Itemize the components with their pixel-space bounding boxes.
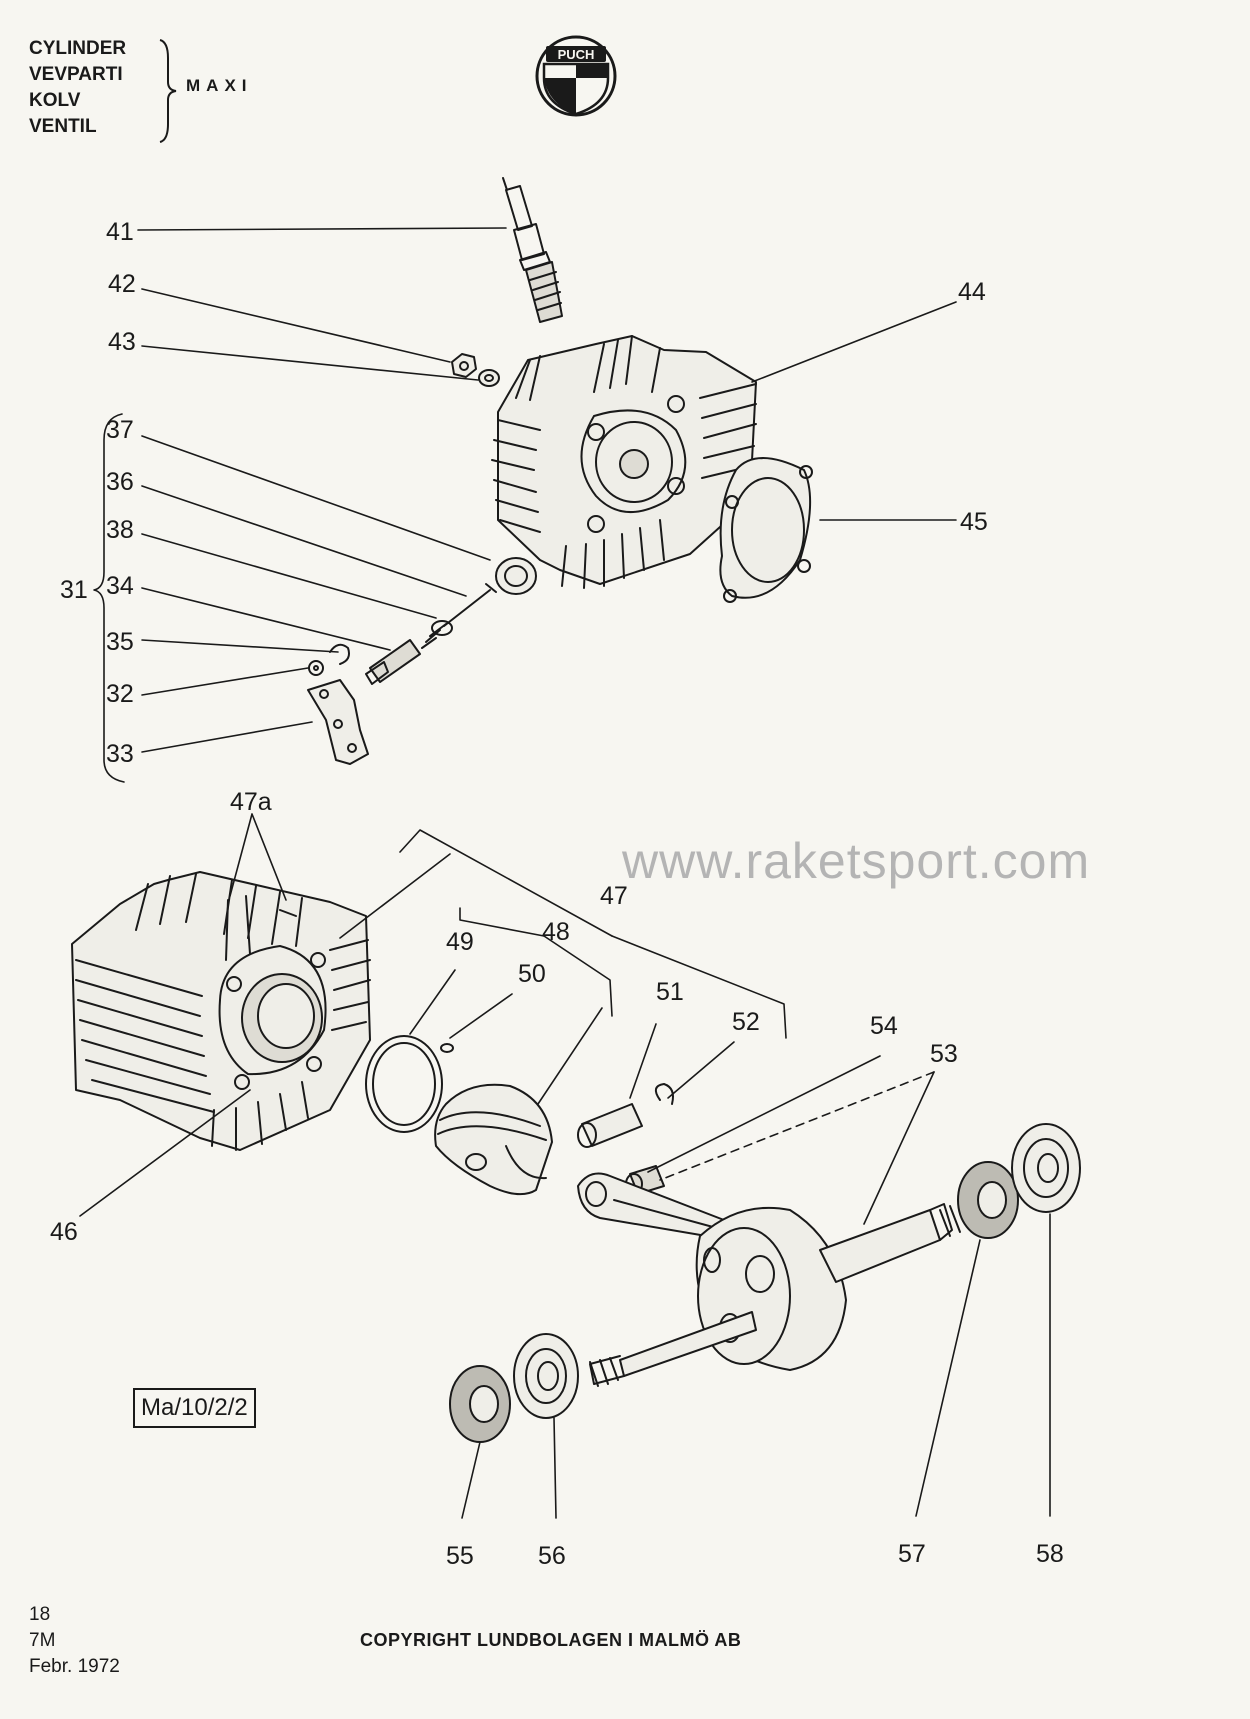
part-label-51: 51	[656, 978, 684, 1006]
part-label-35: 35	[106, 628, 134, 656]
small-clips	[308, 643, 350, 676]
diagram-reference-code: Ma/10/2/2	[133, 1388, 256, 1428]
puch-logo: PUCH	[535, 35, 617, 117]
part-label-41: 41	[106, 218, 134, 246]
head-washer	[478, 369, 500, 387]
oil-seal-left	[449, 1365, 511, 1443]
part-label-37: 37	[106, 416, 134, 444]
part-label-46: 46	[50, 1218, 78, 1246]
part-label-47: 47	[600, 882, 628, 910]
head-nut	[451, 353, 477, 378]
header-line-vevparti: VEVPARTI	[29, 64, 123, 85]
spark-plug	[502, 177, 563, 323]
watermark: www.raketsport.com	[622, 833, 1091, 889]
part-label-50: 50	[518, 960, 546, 988]
part-label-33: 33	[106, 740, 134, 768]
part-label-43: 43	[108, 328, 136, 356]
section-header: CYLINDER VEVPARTI KOLV VENTIL	[29, 36, 126, 140]
header-line-kolv: KOLV	[29, 90, 81, 111]
part-label-38: 38	[106, 516, 134, 544]
copyright-notice: COPYRIGHT LUNDBOLAGEN I MALMÖ AB	[360, 1630, 742, 1650]
edition-code: 7M	[29, 1630, 56, 1651]
ball-bearing-right	[1011, 1123, 1081, 1213]
part-label-34: 34	[106, 572, 134, 600]
cylinder-head	[491, 335, 757, 589]
piston-ring	[365, 1035, 443, 1133]
page-number: 18	[29, 1604, 51, 1625]
oil-seal-right	[957, 1161, 1019, 1239]
part-label-47a: 47a	[230, 788, 272, 816]
leader-lines	[79, 227, 1051, 1519]
part-label-56: 56	[538, 1542, 566, 1570]
header-brace	[159, 39, 177, 143]
logo-text: PUCH	[558, 47, 595, 62]
valve-body	[365, 639, 421, 685]
header-line-cylinder: CYLINDER	[29, 38, 127, 59]
publication-date: Febr. 1972	[29, 1656, 120, 1677]
part-label-32: 32	[106, 680, 134, 708]
part-label-45: 45	[960, 508, 988, 536]
part-label-44: 44	[958, 278, 986, 306]
part-label-48: 48	[542, 918, 570, 946]
piston-pin-small	[440, 1043, 454, 1053]
valve-lever-plate	[307, 679, 369, 765]
circlip	[654, 1083, 674, 1105]
header-line-ventil: VENTIL	[29, 116, 97, 137]
model-name: MAXI	[186, 76, 253, 95]
part-label-54: 54	[870, 1012, 898, 1040]
part-label-55: 55	[446, 1542, 474, 1570]
part-label-57: 57	[898, 1540, 926, 1568]
part-label-52: 52	[732, 1008, 760, 1036]
part-label-49: 49	[446, 928, 474, 956]
part-label-36: 36	[106, 468, 134, 496]
part-label-42: 42	[108, 270, 136, 298]
crankshaft	[589, 1203, 961, 1387]
part-label-31: 31	[60, 576, 88, 604]
cylinder-block	[71, 871, 371, 1151]
connecting-rod	[577, 1172, 731, 1241]
ball-bearing-left	[513, 1333, 579, 1419]
part-label-53: 53	[930, 1040, 958, 1068]
valve-spring-stem	[421, 583, 497, 649]
part-label-58: 58	[1036, 1540, 1064, 1568]
page-footer-info: 18 7M Febr. 1972	[29, 1602, 120, 1680]
piston	[434, 1083, 553, 1196]
piston-pin	[577, 1103, 643, 1148]
head-gasket	[719, 457, 813, 603]
valve-seal-ring	[495, 557, 537, 595]
